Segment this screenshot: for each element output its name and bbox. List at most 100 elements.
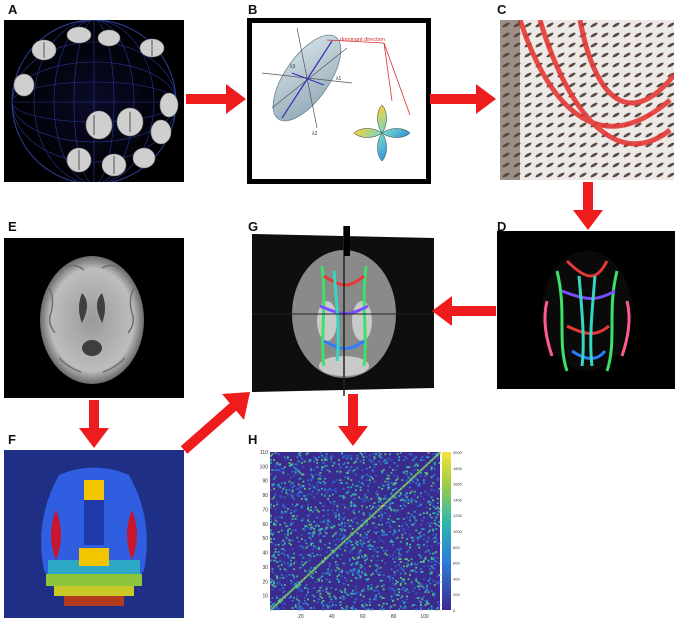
heatmap-cell [356,556,359,559]
heatmap-cell [347,490,350,493]
heatmap-cell [338,459,340,461]
heatmap-cell [316,462,319,464]
heatmap-diagonal-cell [399,487,402,490]
heatmap-cell [341,538,343,540]
heatmap-cell [426,601,428,604]
heatmap-cell [398,456,401,459]
heatmap-cell [304,525,306,527]
heatmap-cell [336,553,339,556]
glyph [601,152,609,158]
heatmap-cell [384,495,387,497]
heatmap-cell [299,472,302,474]
heatmap-cell [379,579,382,582]
heatmap-cell [415,592,418,595]
glyph [546,112,554,118]
heatmap-cell [339,466,342,469]
heatmap-cell [401,533,404,536]
heatmap-cell [339,532,342,535]
heatmap-cell [407,499,410,502]
heatmap-cell [345,457,348,460]
heatmap-cell [395,487,398,490]
heatmap-cell [423,578,425,581]
heatmap-diagonal-cell [372,513,375,516]
heatmap-cell [426,472,428,474]
heatmap-cell [302,519,305,522]
heatmap-cell [304,597,306,599]
heatmap-cell [358,551,360,553]
heatmap-cell [276,576,279,579]
glyph [535,132,543,138]
heatmap-cell [433,463,436,466]
heatmap-cell [372,505,374,507]
glyph [590,92,598,98]
glyph [612,132,620,138]
heatmap-cell [413,464,416,467]
heatmap-cell [412,480,415,483]
heatmap-cell [350,505,353,507]
heatmap-cell [435,533,438,536]
heatmap-cell [372,572,374,575]
heatmap-cell [280,510,283,513]
heatmap-cell [362,500,365,503]
heatmap-cell [314,581,317,583]
heatmap-cell [427,522,430,525]
heatmap-cell [311,510,314,513]
heatmap-cell [432,533,435,536]
glyph [667,32,674,38]
heatmap-cell [290,522,292,525]
heatmap-cell [415,571,418,573]
heatmap-diagonal-cell [430,459,433,462]
heatmap-cell [427,579,430,582]
heatmap-cell [390,539,393,542]
heatmap-cell [287,553,289,556]
heatmap-colorbar [442,452,451,610]
heatmap-cell [282,470,285,473]
heatmap-cell [299,566,302,569]
panel-b-tensor-diagram: dominant direction λ1 λ2 λ3 [247,18,431,184]
heatmap-cell [395,582,398,585]
heatmap-cell [418,585,421,588]
heatmap-cell [274,523,277,526]
heatmap-cell [345,466,348,469]
heatmap-cell [321,528,323,530]
heatmap-cell [433,536,436,539]
heatmap-cell [277,453,280,456]
heatmap-cell [430,467,433,470]
heatmap-cell [322,589,325,592]
heatmap-cell [416,469,419,471]
heatmap-diagonal-cell [406,482,409,485]
heatmap-cell [358,496,360,499]
heatmap-cell [382,460,385,463]
heatmap-diagonal-cell [339,543,342,546]
heatmap-cell [379,456,382,459]
heatmap-cell [406,516,408,519]
heatmap-cell [348,525,351,527]
heatmap-cell [432,594,435,596]
heatmap-cell [389,555,391,558]
glyph [601,102,609,108]
heatmap-cell [277,565,280,568]
glyph [601,172,609,178]
heatmap-cell [314,571,317,573]
heatmap-cell [341,575,343,578]
heatmap-cell [361,525,364,527]
heatmap-cell [396,569,399,572]
heatmap-cell [288,462,291,464]
heatmap-cell [270,532,272,535]
heatmap-cell [327,513,330,516]
heatmap-cell [376,551,379,553]
heatmap-cell [367,588,370,591]
heatmap-y-tick: 20 [262,579,268,585]
heatmap-cell [279,463,282,466]
heatmap-diagonal-cell [402,485,406,488]
heatmap-cell [356,568,359,571]
heatmap-diagonal-cell [290,589,293,592]
heatmap-cell [338,513,340,516]
heatmap-cell [381,523,384,526]
heatmap-cell [423,561,425,563]
heatmap-diagonal-cell [423,466,426,469]
glyph [535,172,543,178]
heatmap-cell [430,565,433,568]
glyph [645,42,653,48]
heatmap-cell [293,485,296,487]
